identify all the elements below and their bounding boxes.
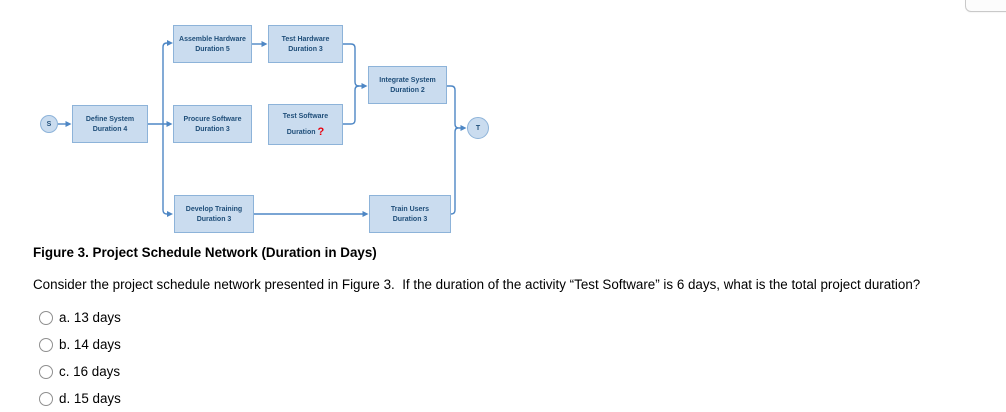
answer-option-a-label[interactable]: a. 13 days <box>59 310 121 325</box>
activity-duration: Duration 3 <box>195 125 230 133</box>
partially-visible-button[interactable] <box>965 0 1006 12</box>
activity-develop-training: Develop Training Duration 3 <box>174 195 254 233</box>
answer-option-c-label[interactable]: c. 16 days <box>59 364 121 379</box>
answer-option-d-label[interactable]: d. 15 days <box>59 391 121 406</box>
answer-option-b-label[interactable]: b. 14 days <box>59 337 121 352</box>
activity-test-hardware: Test Hardware Duration 3 <box>268 25 343 63</box>
diagram-connectors <box>58 40 467 217</box>
activity-title: Procure Software <box>183 115 242 123</box>
activity-assemble-hardware: Assemble Hardware Duration 5 <box>173 25 252 63</box>
activity-duration: Duration 3 <box>288 45 323 53</box>
terminal-node-label: T <box>475 124 481 132</box>
terminal-node: T <box>467 117 489 139</box>
activity-duration: Duration? <box>286 126 325 138</box>
activity-duration: Duration 2 <box>390 86 425 94</box>
start-node-label: S <box>46 120 52 128</box>
activity-test-software: Test Software Duration? <box>268 104 343 145</box>
radio-option-c[interactable] <box>39 364 53 379</box>
activity-duration: Duration 3 <box>196 215 232 223</box>
radio-option-a[interactable] <box>39 310 53 325</box>
activity-train-users: Train Users Duration 3 <box>369 195 451 233</box>
activity-title: Define System <box>85 115 135 123</box>
activity-title: Integrate System <box>379 76 436 84</box>
question-text: Consider the project schedule network pr… <box>33 277 921 293</box>
answer-option-c[interactable]: c. 16 days <box>39 364 121 379</box>
answer-option-b[interactable]: b. 14 days <box>39 337 121 352</box>
project-schedule-network-diagram: S Define System Duration 4 Assemble Hard… <box>0 0 520 250</box>
unknown-duration-mark: ? <box>317 126 325 138</box>
activity-duration: Duration 5 <box>195 45 230 53</box>
answer-options: a. 13 days b. 14 days c. 16 days d. 15 d… <box>39 310 121 406</box>
activity-procure-software: Procure Software Duration 3 <box>173 105 252 143</box>
activity-duration: Duration 4 <box>92 125 128 133</box>
radio-option-b[interactable] <box>39 337 53 352</box>
activity-define-system: Define System Duration 4 <box>72 105 148 143</box>
radio-option-d[interactable] <box>39 391 53 406</box>
activity-title: Train Users <box>390 205 430 213</box>
activity-duration: Duration 3 <box>392 215 428 223</box>
activity-title: Test Hardware <box>281 35 330 43</box>
activity-title: Develop Training <box>185 205 243 213</box>
start-node: S <box>40 115 58 133</box>
activity-integrate-system: Integrate System Duration 2 <box>368 66 447 104</box>
activity-title: Test Software <box>282 113 329 120</box>
figure-caption: Figure 3. Project Schedule Network (Dura… <box>33 245 377 260</box>
answer-option-a[interactable]: a. 13 days <box>39 310 121 325</box>
activity-title: Assemble Hardware <box>179 35 246 43</box>
answer-option-d[interactable]: d. 15 days <box>39 391 121 406</box>
